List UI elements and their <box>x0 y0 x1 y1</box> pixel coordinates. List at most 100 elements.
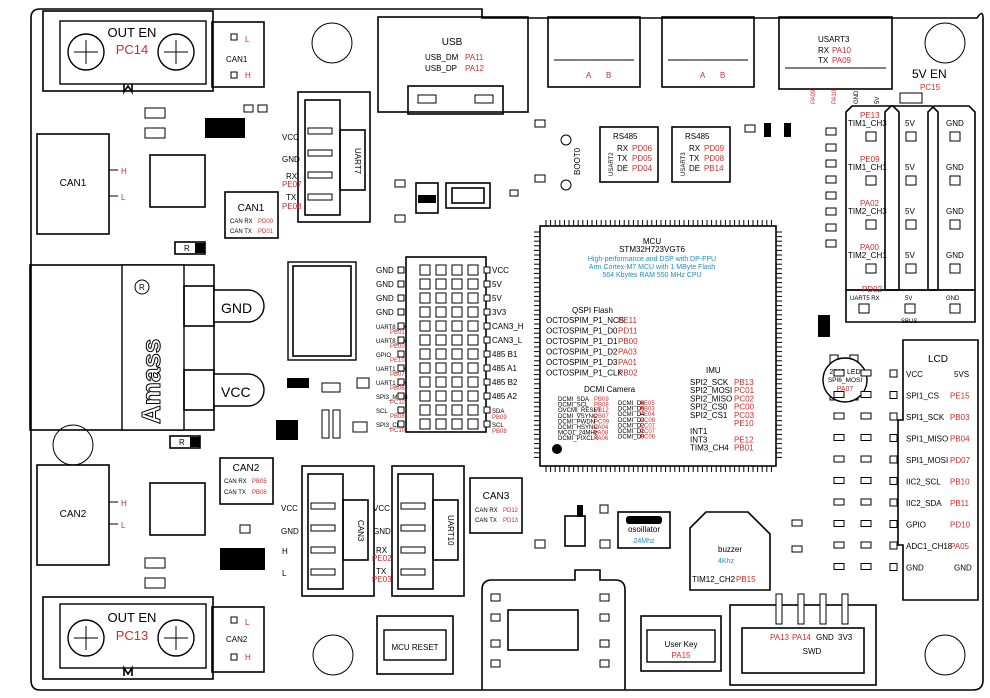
dcmi-pin: PC07 <box>640 429 656 435</box>
header-side-pad <box>483 280 491 288</box>
lcd-pin: PB10 <box>950 478 970 487</box>
can2-connector: CAN2 H L <box>36 464 127 566</box>
dcmi-pin: PA06 <box>594 436 609 442</box>
header-pin <box>451 278 463 290</box>
mcu-desc-3: 564 Kbytes RAM 550 MHz CPU <box>602 272 701 279</box>
qspi-title: QSPI Flash <box>572 306 613 315</box>
header-right-label: CAN3_L <box>492 336 523 345</box>
swd-p3: GND <box>816 633 834 642</box>
buzzer: buzzer 4Khz TIM12_CH2 PB15 <box>689 511 771 591</box>
qspi-signal: OCTOSPIM_P1_CLK <box>546 369 623 378</box>
header-right-label: 5V <box>492 294 502 303</box>
header-right-pin: PB09 <box>492 415 507 421</box>
header-pin <box>451 390 463 402</box>
lcd-signal: SPI1_MISO <box>906 435 948 444</box>
qspi-signal: OCTOSPIM_P1_NCS <box>546 316 624 325</box>
lcd-led-pad <box>860 391 872 398</box>
uart7-title: UART7 <box>353 148 362 175</box>
usb-title: USB <box>442 37 463 48</box>
lcd-pin: PD10 <box>950 521 971 530</box>
lcd-signal: SPI1_CS <box>906 392 939 401</box>
out-en-bottom-l: L <box>245 618 250 627</box>
header-left-label: SPI3_CLK <box>376 423 404 429</box>
dcmi-signal: DCMI_D1 <box>618 429 645 435</box>
dcmi-pin: PA04 <box>594 425 609 431</box>
lcd-right: GND <box>954 564 972 573</box>
header-side-pad <box>397 322 405 330</box>
lcd-pin-pad <box>889 563 898 571</box>
rs485-a-de-pin: PD04 <box>632 164 653 173</box>
tim-pad <box>949 263 961 274</box>
mcu-chip: MCU STM32H723VGT6 High-performance and D… <box>539 225 777 467</box>
header-pin <box>435 306 447 318</box>
uart10-connector: UART10 VCC GND RX PE02 TX PE03 <box>372 465 465 597</box>
out-en-bottom-title: OUT EN <box>108 610 157 625</box>
header-side-pad <box>397 406 405 414</box>
qspi-signal: OCTOSPIM_P1_D0 <box>546 327 618 336</box>
usart3-tx: TX <box>818 56 829 65</box>
imu-signal: SPI2_MISO <box>690 394 732 403</box>
dcmi-signal: DCMI_SCL <box>558 403 589 409</box>
can3-info-box: CAN3 CAN RX PD12 CAN TX PD13 <box>469 477 523 534</box>
imu-signal: SPI2_SCK <box>690 378 729 387</box>
tim-name: TIM1_CH1 <box>848 163 887 172</box>
swd-p4: 3V3 <box>838 633 853 642</box>
qspi-pin: PE11 <box>618 316 638 325</box>
dcmi-pin: PA08 <box>594 431 609 437</box>
uart10-rx: RX <box>376 546 388 555</box>
tim-gnd: GND <box>946 207 964 216</box>
swd-connector: PA13 PA14 GND 3V3 SWD <box>729 593 877 686</box>
imu-signal: SPI2_CS0 <box>690 403 728 412</box>
usart3-tx-pin: PA09 <box>832 56 852 65</box>
imu-pin: PB13 <box>734 378 754 387</box>
dcmi-signal: DCMI_PIXCLK <box>558 436 598 442</box>
lcd-signal: VCC <box>906 370 923 379</box>
tim-pad <box>949 131 961 142</box>
user-key-button[interactable]: User Key PA15 <box>640 615 722 672</box>
r-mark-bottom: R <box>179 438 185 447</box>
lcd-led-pad <box>860 369 872 377</box>
header-right-pin: PB08 <box>492 429 507 435</box>
header-pin <box>451 292 463 304</box>
header-pin <box>435 278 447 290</box>
mcu-reset-button[interactable]: MCU RESET <box>376 615 454 675</box>
dcmi-signal: DCMI_D3 <box>618 418 645 424</box>
header-left-label: UART1_RX <box>376 367 407 373</box>
header-pin <box>419 264 431 276</box>
lcd-pin: PA05 <box>950 542 970 551</box>
mcu-desc-2: Arm Cortex-M7 MCU with 1 MByte Flash <box>589 264 716 271</box>
dcmi-pin: PE05 <box>640 401 655 407</box>
dcmi-signal: DCMI_D6 <box>618 401 645 407</box>
header-side-pad <box>397 420 405 428</box>
imu-pin: PE12 <box>734 435 754 444</box>
uart7-tx: TX <box>286 193 297 202</box>
rs485-a-tx-pin: PD05 <box>632 154 653 163</box>
can1-box-rx: CAN RX <box>230 219 253 225</box>
usb-dm: USB_DM <box>425 53 459 62</box>
header-left-pin: PE01 <box>390 330 405 336</box>
header-pin <box>451 334 463 346</box>
can3-conn-l: L <box>282 569 287 578</box>
header-pin <box>451 404 463 416</box>
header-pin <box>467 362 479 374</box>
header-right-label: 5V <box>492 280 502 289</box>
header-pin <box>467 348 479 360</box>
tim-gnd: GND <box>946 119 964 128</box>
led-pad <box>825 143 837 152</box>
sbus-label: SBUS <box>901 319 917 325</box>
header-side-pad <box>483 406 491 414</box>
lcd-pin-pad <box>889 498 898 507</box>
amass-registered: R <box>139 283 145 292</box>
header-right-label: CAN3_H <box>492 322 524 331</box>
header-pin <box>451 418 463 430</box>
can2-box-title: CAN2 <box>233 463 260 474</box>
header-pin <box>435 292 447 304</box>
tim-pad <box>865 175 877 186</box>
dcmi-pin: PB08 <box>594 403 609 409</box>
gnd-terminal-label: GND <box>221 300 252 316</box>
header-right-label: 3V3 <box>492 308 507 317</box>
user-key-label: User Key <box>665 640 698 649</box>
header-pin <box>419 348 431 360</box>
header-left-pin: PB07 <box>390 372 405 378</box>
